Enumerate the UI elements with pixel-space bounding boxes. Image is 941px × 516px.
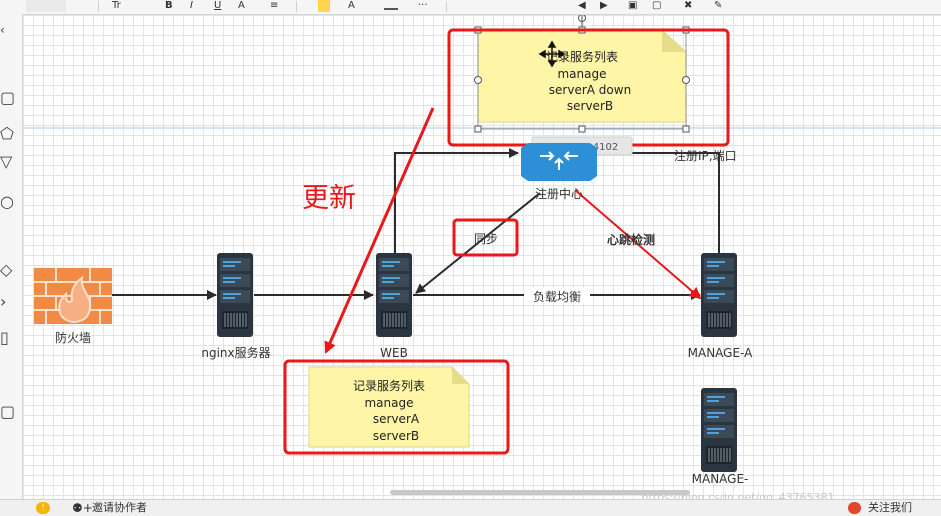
italic-button[interactable]: I [190,0,193,11]
sync-label: 同步 [474,232,498,246]
note-bottom[interactable]: 记录服务列表 manage serverA serverB [308,366,470,448]
heartbeat-label: 心跳检测 [607,232,655,247]
toolbar-divider [296,1,297,12]
info-icon[interactable]: ! [36,502,50,514]
diagram-svg: 记录服务列表 manage serverA down serverB X: 70… [23,15,941,499]
toolbar: Tr B I U A ≡ A ··· ◀ ▶ ▣ ▢ ✖ ✎ [0,0,941,15]
format-painter-icon[interactable]: ✎ [714,0,723,11]
note-bottom-line4: serverB [373,429,419,443]
nginx-server-icon [216,252,254,338]
follow-us-link[interactable]: 关注我们 [868,501,912,514]
note-top-fold [662,30,686,52]
loadbalance-label-bg [524,288,590,304]
nginx-node[interactable]: nginx服务器 [201,252,271,360]
cylinder-shape-icon[interactable]: ▯ [0,328,9,347]
manage-b-node[interactable]: MANAGE- [692,387,749,486]
arrow-shape-icon[interactable]: › [0,292,7,311]
note-bottom-highlight [283,359,510,455]
document-shape-icon[interactable]: ▢ [0,402,16,421]
update-label: 更新 [302,183,356,214]
note-bottom-fold [452,367,469,384]
register-ip-label: 注册IP,端口 [674,148,737,163]
pentagon-shape-icon[interactable]: ⬠ [0,124,14,143]
manage-b-label: MANAGE- [692,472,749,486]
fill-color-icon[interactable] [318,0,330,12]
invite-collaborator-button[interactable]: 邀请协作者 [92,501,147,514]
firewall-icon [34,268,112,324]
note-bottom-line1: 记录服务列表 [353,378,425,393]
line-color-button[interactable]: A [348,0,355,11]
manage-register-connector[interactable] [628,152,720,253]
toolbar-divider [446,1,447,12]
add-user-icon[interactable]: ⚉+ [72,501,93,515]
weibo-icon[interactable] [848,502,861,514]
note-bottom-line3: serverA [373,412,420,426]
web-node[interactable]: WEB [375,252,413,360]
delete-icon[interactable]: ✖ [684,0,693,11]
shape-library-sidebar: ‹ ▢ ⬠ ▽ ○ ◇ › ▯ ▢ [0,14,23,499]
loadbalance-label: 负载均衡 [533,290,581,304]
sync-highlight [452,218,519,257]
registry-node[interactable]: 注册中心 [521,143,597,201]
note-bottom-body [308,366,470,448]
sync-connector[interactable] [415,192,541,294]
circle-shape-icon[interactable]: ○ [0,192,14,211]
note-top-line4: serverB [567,99,613,113]
nginx-label: nginx服务器 [201,345,270,360]
firewall-node[interactable]: 防火墙 [34,268,112,345]
arrow-right-icon[interactable]: ▶ [600,0,608,11]
manage-a-server-icon [700,252,738,338]
manage-a-label: MANAGE-A [688,346,753,360]
registry-arrows-icon [540,151,578,170]
collapse-icon[interactable]: ‹ [0,23,5,37]
font-color-button[interactable]: A [238,0,245,11]
toolbar-divider [98,1,99,12]
diamond-shape-icon[interactable]: ◇ [0,260,13,279]
note-top-line3: serverA down [549,83,631,97]
rectangle-shape-icon[interactable]: ▢ [0,88,16,107]
note-top[interactable]: 记录服务列表 manage serverA down serverB [474,15,690,133]
connectors [112,107,720,354]
font-family-select[interactable] [26,0,66,12]
line-style-icon[interactable] [384,0,398,10]
move-cursor-icon [538,40,566,68]
firewall-label: 防火墙 [55,330,91,345]
manage-a-node[interactable]: MANAGE-A [688,252,753,360]
diagram-canvas[interactable]: 记录服务列表 manage serverA down serverB X: 70… [23,15,941,499]
update-arrow[interactable] [324,107,435,354]
registry-label: 注册中心 [535,186,583,201]
bold-button[interactable]: B [165,0,173,11]
note-top-line1: 记录服务列表 [546,49,618,64]
web-server-icon [375,252,413,338]
status-bar: ! ⚉+ 邀请协作者 关注我们 [0,499,941,516]
note-top-line2: manage [557,67,606,81]
web-label: WEB [380,346,408,360]
underline-button[interactable]: U [214,0,222,11]
lock-icon[interactable]: ▢ [652,0,662,11]
manage-b-server-icon [700,387,738,473]
horizontal-scrollbar[interactable] [390,490,690,495]
more-options-icon[interactable]: ··· [418,0,428,11]
heartbeat-connector[interactable] [574,189,702,300]
align-button[interactable]: ≡ [270,0,279,11]
group-icon[interactable]: ▣ [628,0,638,11]
font-size-select[interactable]: Tr [112,0,121,11]
watermark: https://blog.csdn.net/qq_43765381 [641,491,834,499]
web-register-connector[interactable] [394,148,519,253]
note-bottom-line2: manage [364,396,413,410]
arrow-left-icon[interactable]: ◀ [578,0,586,11]
triangle-shape-icon[interactable]: ▽ [0,152,13,171]
